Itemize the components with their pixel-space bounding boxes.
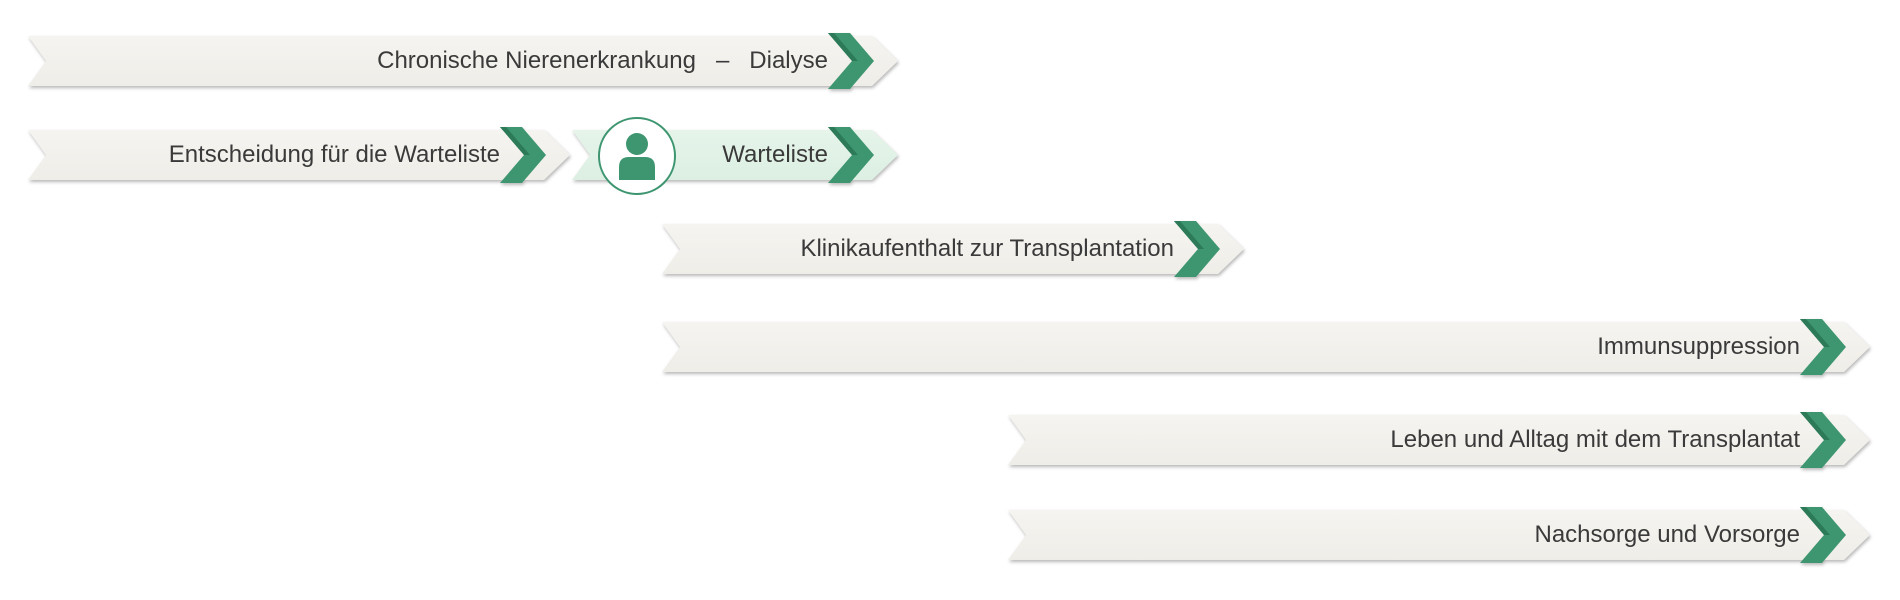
step-label: Immunsuppression — [1597, 333, 1800, 360]
step-immunosuppression[interactable]: Immunsuppression — [662, 319, 1870, 375]
step-chronic-kidney-disease[interactable]: Chronische Nierenerkrankung – Dialyse — [28, 33, 898, 89]
step-label: Nachsorge und Vorsorge — [1534, 521, 1801, 548]
step-label: Klinikaufenthalt zur Transplantation — [800, 235, 1174, 262]
arrow-shape — [662, 322, 1870, 372]
step-label: Chronische Nierenerkrankung – Dialyse — [377, 47, 828, 74]
step-label: Leben und Alltag mit dem Transplantat — [1390, 426, 1800, 453]
arrow-shape — [1008, 510, 1870, 560]
arrow-shape — [28, 130, 570, 180]
step-label: Entscheidung für die Warteliste — [168, 141, 500, 168]
chevron-right-icon — [828, 33, 874, 89]
step-aftercare[interactable]: Nachsorge und Vorsorge — [1008, 507, 1870, 563]
chevron-right-icon — [1800, 319, 1846, 375]
arrow-shape — [1008, 415, 1870, 465]
chevron-right-icon — [828, 127, 874, 183]
chevron-right-icon — [1800, 507, 1846, 563]
avatar — [598, 117, 676, 195]
step-label: Warteliste — [722, 141, 828, 168]
arrow-shape — [662, 224, 1244, 274]
chevron-right-icon — [1800, 412, 1846, 468]
step-waitlist-decision[interactable]: Entscheidung für die Warteliste — [28, 127, 570, 183]
arrow-shape — [28, 36, 898, 86]
chevron-right-icon — [1174, 221, 1220, 277]
chevron-right-icon — [500, 127, 546, 183]
person-icon — [619, 133, 655, 180]
step-hospital-stay[interactable]: Klinikaufenthalt zur Transplantation — [662, 221, 1244, 277]
step-life-with-transplant[interactable]: Leben und Alltag mit dem Transplantat — [1008, 412, 1870, 468]
